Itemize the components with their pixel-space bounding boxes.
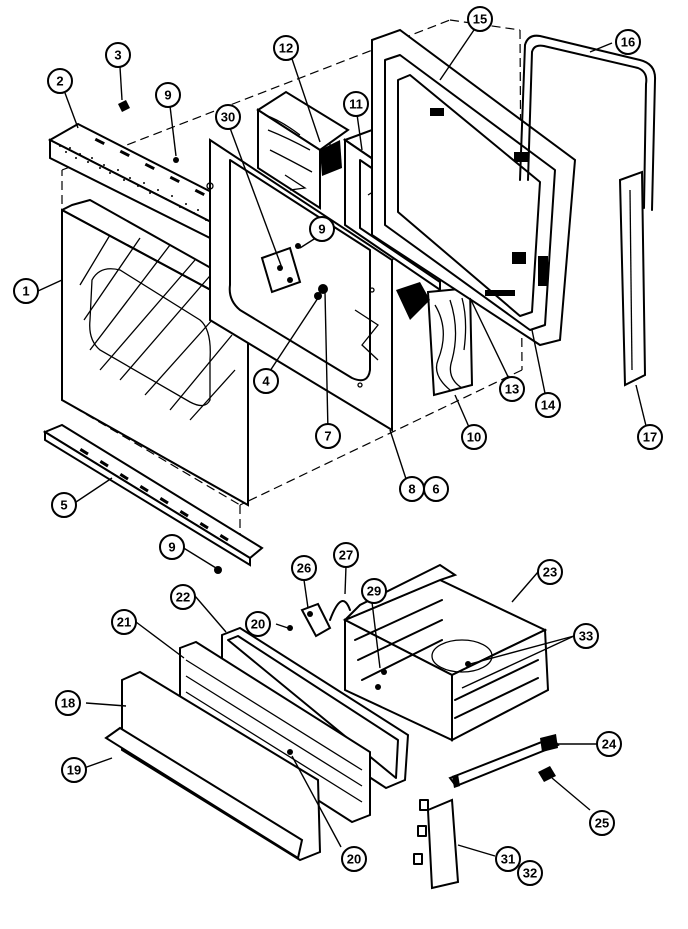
callout-3-label: 3	[114, 48, 121, 63]
callout-33-label: 33	[579, 629, 593, 644]
callout-23-label: 23	[543, 565, 557, 580]
screws	[118, 100, 328, 631]
callout-26-label: 26	[297, 561, 311, 576]
callout-8: 8	[399, 476, 425, 502]
callout-5: 5	[51, 492, 77, 518]
drawer-body	[342, 563, 550, 742]
drawer-side-pieces	[413, 798, 460, 890]
leader-lines	[37, 26, 649, 857]
callout-27-label: 27	[339, 548, 353, 563]
door-gasket	[519, 34, 657, 211]
callout-13-label: 13	[505, 382, 519, 397]
door-bottom-trim	[42, 423, 264, 567]
drawer-outer-panel	[104, 670, 322, 862]
callout-3: 3	[105, 42, 131, 68]
hinge-bracket	[260, 246, 302, 294]
callout-14-label: 14	[541, 398, 556, 413]
callout-27: 27	[333, 542, 359, 568]
callout-15: 15	[467, 6, 493, 32]
callout-10: 10	[461, 424, 487, 450]
callout-20b-label: 20	[347, 852, 361, 867]
callout-24: 24	[596, 731, 622, 757]
callout-9b: 9	[309, 216, 335, 242]
callout-6: 6	[423, 476, 449, 502]
callout-25-label: 25	[595, 816, 609, 831]
drawer-roller	[538, 766, 556, 782]
callout-9a-label: 9	[164, 88, 171, 103]
callout-29-label: 29	[367, 584, 381, 599]
callout-4-label: 4	[262, 374, 270, 389]
callout-31-label: 31	[501, 852, 515, 867]
callout-20b: 20	[341, 846, 367, 872]
callout-7-label: 7	[324, 429, 331, 444]
drawer-bracket	[300, 600, 351, 638]
callout-25: 25	[589, 810, 615, 836]
callout-22: 22	[170, 584, 196, 610]
callout-26: 26	[291, 555, 317, 581]
callout-9c-label: 9	[168, 540, 175, 555]
callout-1-label: 1	[22, 284, 29, 299]
callout-30: 30	[215, 104, 241, 130]
callout-22-label: 22	[176, 590, 190, 605]
callout-2: 2	[47, 68, 73, 94]
callout-19-label: 19	[67, 763, 81, 778]
callout-10-label: 10	[467, 430, 481, 445]
callout-32-label: 32	[523, 866, 537, 881]
callout-8-label: 8	[408, 482, 415, 497]
callout-11-label: 11	[349, 97, 363, 112]
door-side-trim	[618, 170, 647, 387]
callout-20a-label: 20	[251, 617, 265, 632]
callout-33: 33	[573, 623, 599, 649]
callout-29: 29	[361, 578, 387, 604]
callout-31: 31	[495, 846, 521, 872]
callout-1: 1	[13, 278, 39, 304]
callout-21: 21	[111, 609, 137, 635]
callout-9b-label: 9	[318, 222, 325, 237]
callout-5-label: 5	[60, 498, 67, 513]
drawer-rail	[448, 734, 560, 788]
callout-16-label: 16	[621, 35, 635, 50]
callout-4: 4	[253, 368, 279, 394]
callout-12: 12	[273, 35, 299, 61]
callout-21-label: 21	[117, 615, 131, 630]
callout-9a: 9	[155, 82, 181, 108]
callout-23: 23	[537, 559, 563, 585]
callout-9c: 9	[159, 534, 185, 560]
callout-6-label: 6	[432, 482, 439, 497]
callout-32: 32	[517, 860, 543, 886]
callout-17: 17	[637, 424, 663, 450]
callout-7: 7	[315, 423, 341, 449]
callout-2-label: 2	[56, 74, 63, 89]
callout-11: 11	[343, 91, 369, 117]
callout-14: 14	[535, 392, 561, 418]
callout-17-label: 17	[643, 430, 657, 445]
callout-18-label: 18	[61, 696, 75, 711]
callout-24-label: 24	[602, 737, 617, 752]
lower-insulation	[396, 282, 474, 397]
callout-15-label: 15	[473, 12, 487, 27]
door-insulation-pack	[256, 90, 350, 210]
callout-13: 13	[499, 376, 525, 402]
callout-30-label: 30	[221, 110, 235, 125]
callout-20a: 20	[245, 611, 271, 637]
callout-18: 18	[55, 690, 81, 716]
callout-16: 16	[615, 29, 641, 55]
callout-12-label: 12	[279, 41, 293, 56]
callout-19: 19	[61, 757, 87, 783]
